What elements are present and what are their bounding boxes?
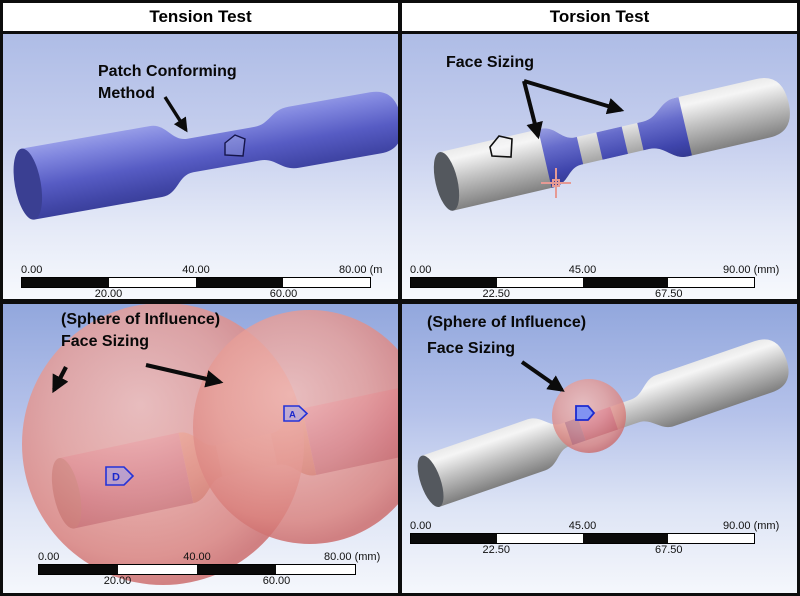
method-face-tag-icon [224,134,246,157]
viewport-tension-mesh: Patch Conforming Method 0.00 40.00 80.00… [3,34,398,299]
face-tag-a-icon: A [283,405,309,422]
scale-label-q3: 60.00 [262,575,291,587]
annotation-line: Patch Conforming [98,63,237,80]
annotation-sphere-of-influence: (Sphere of Influence) Face Sizing [61,309,220,353]
scale-label-start: 0.00 [21,264,43,276]
face-tag-d-label: D [112,472,120,484]
header-torsion-test: Torsion Test [402,3,797,31]
face-tag-a-label: A [289,410,296,421]
scale-label-start: 0.00 [38,551,60,563]
face-select-tag-icon [489,135,513,158]
scale-bar: 0.00 40.00 80.00 (mm) 20.00 60.00 [38,551,380,588]
scale-label-q1: 20.00 [94,288,123,299]
annotation-arrow [163,96,188,133]
tension-sphere-scene: D A [22,304,398,585]
annotation-arrow [523,79,625,115]
torsion-specimen-scene [433,78,790,211]
viewport-tension-sphere: D A (Sphere of Influence) Face Sizing 0.… [3,304,398,593]
scale-label-q1: 20.00 [103,575,132,587]
face-tag-d-icon: D [105,466,135,486]
annotation-line: (Sphere of Influence) [427,314,587,331]
rotation-crosshair-icon [541,168,571,198]
annotation-arrow [145,362,224,388]
scale-label-mid: 40.00 [182,264,210,276]
face-tag-icon [575,405,596,421]
tensile-specimen [13,91,398,220]
scale-bar-segments [410,533,755,544]
annotation-line: Method [98,85,155,102]
scale-bar: 0.00 45.00 90.00 (mm) 22.50 67.50 [410,520,779,557]
header-torsion-label: Torsion Test [549,7,650,26]
scale-bar-segments [38,564,356,575]
torsion-specimen [433,78,790,211]
annotation-line: Face Sizing [61,333,150,350]
annotation-line: Face Sizing [446,54,535,71]
torsion-sphere-scene [417,339,789,508]
scale-bar-segments [410,277,755,288]
header-tension-label: Tension Test [149,7,252,26]
header-tension-test: Tension Test [3,3,398,31]
scale-label-end: 90.00 (mm) [723,264,780,276]
annotation-arrow [52,366,69,394]
annotation-arrow [522,80,543,140]
sphere-of-influence-right [193,310,398,544]
scale-label-mid: 40.00 [183,551,211,563]
annotation-face-sizing: Face Sizing [446,52,534,74]
scale-label-end: 80.00 (mm) [324,551,381,563]
scale-bar: 0.00 45.00 90.00 (mm) 22.50 67.50 [410,264,779,299]
scale-bar: 0.00 40.00 80.00 (m 20.00 60.00 [21,264,382,299]
scale-label-end: 80.00 (m [339,264,383,276]
annotation-arrow [520,360,565,392]
annotation-line: (Sphere of Influence) [61,311,221,328]
annotation-patch-conforming: Patch Conforming Method [98,61,237,105]
scale-label-start: 0.00 [410,264,432,276]
scale-label-q1: 22.50 [482,544,511,556]
scale-label-start: 0.00 [410,520,432,532]
annotation-sphere-of-influence: (Sphere of Influence) Face Sizing [427,312,586,360]
scale-label-mid: 45.00 [568,264,597,276]
scale-label-q3: 60.00 [269,288,298,299]
viewport-torsion-mesh: Face Sizing 0.00 45.00 90.00 (mm) 22.50 … [402,34,797,299]
scale-bar-segments [21,277,371,288]
annotation-line: Face Sizing [427,340,516,357]
tension-specimen-scene [13,91,398,220]
scale-label-q1: 22.50 [482,288,511,299]
scale-label-q3: 67.50 [654,288,683,299]
viewport-torsion-sphere: (Sphere of Influence) Face Sizing 0.00 4… [402,304,797,593]
scale-label-mid: 45.00 [568,520,597,532]
scale-label-q3: 67.50 [654,544,683,556]
scale-label-end: 90.00 (mm) [723,520,780,532]
